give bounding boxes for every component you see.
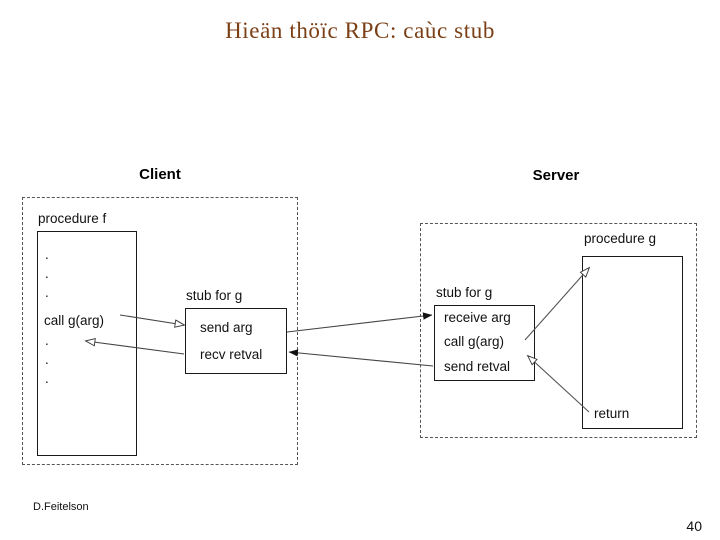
- page-title: Hieän thöïc RPC: caùc stub: [225, 18, 495, 43]
- arrow-server-send-to-client-recv: [288, 349, 434, 367]
- procedure-f-line: .: [45, 333, 49, 348]
- client-stub-line-send-arg: send arg: [200, 320, 253, 335]
- procedure-g-return-line: return: [594, 406, 630, 421]
- client-stub-line-recv-retval: recv retval: [200, 347, 263, 362]
- procedure-f-label: procedure f: [38, 211, 107, 226]
- procedure-f-line: .: [45, 352, 49, 367]
- server-stub-box: [434, 305, 535, 381]
- server-stub-line-send-retval: send retval: [444, 359, 511, 374]
- procedure-f-line: .: [45, 285, 49, 300]
- client-caption: Client: [139, 166, 181, 183]
- author-credit: D.Feitelson: [33, 501, 89, 513]
- server-stub-line-receive-arg: receive arg: [444, 310, 511, 325]
- procedure-f-line: .: [45, 266, 49, 281]
- server-caption: Server: [532, 167, 580, 184]
- server-stub-label: stub for g: [436, 285, 493, 300]
- client-stub-box: [185, 308, 287, 374]
- procedure-f-box: [37, 231, 137, 456]
- server-stub-line-call-g: call g(arg): [444, 334, 505, 349]
- client-stub-label: stub for g: [186, 288, 243, 303]
- arrow-client-send-to-server-receive: [286, 312, 433, 333]
- procedure-g-box: [582, 256, 683, 429]
- page-number: 40: [686, 518, 702, 534]
- procedure-f-call-line: call g(arg): [44, 313, 105, 328]
- procedure-g-label: procedure g: [584, 231, 657, 246]
- procedure-f-line: .: [45, 247, 49, 262]
- procedure-f-line: .: [45, 371, 49, 386]
